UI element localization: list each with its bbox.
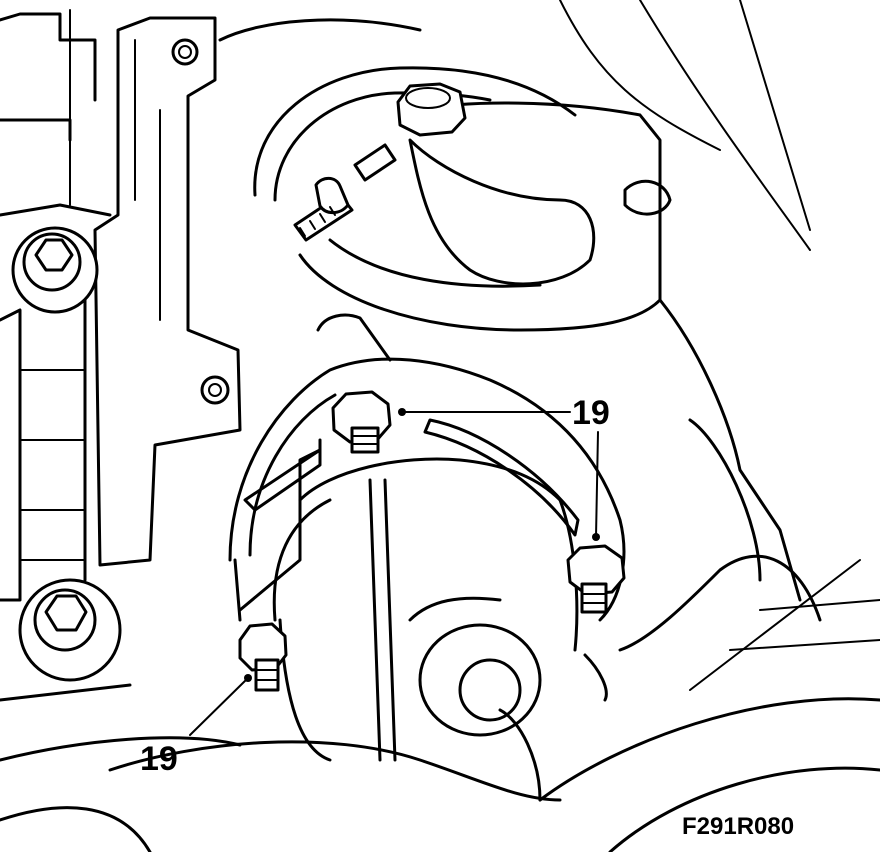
- flange-nut-bottom: [238, 622, 288, 692]
- callout-label-lower: 19: [140, 740, 178, 778]
- upper-bolt: [396, 82, 467, 137]
- flange-nut-top: [331, 390, 392, 454]
- callout-label-upper: 19: [572, 394, 610, 432]
- callout-leader-lower: [189, 674, 252, 736]
- bracket-bolt-upper: [11, 226, 99, 314]
- starter-flange: [228, 313, 626, 622]
- flange-nut-right: [566, 544, 626, 614]
- upper-studs: [293, 143, 397, 242]
- upper-housing: [218, 0, 811, 332]
- starter-motor-body: [272, 457, 608, 762]
- mounting-bracket: [93, 16, 242, 567]
- callout-leaders-upper: [398, 408, 600, 541]
- lower-pipework: [0, 697, 880, 852]
- figure-id: F291R080: [682, 813, 794, 840]
- engine-block-outline: [0, 9, 132, 702]
- right-structure: [618, 298, 880, 691]
- bracket-bolt-lower: [18, 578, 122, 682]
